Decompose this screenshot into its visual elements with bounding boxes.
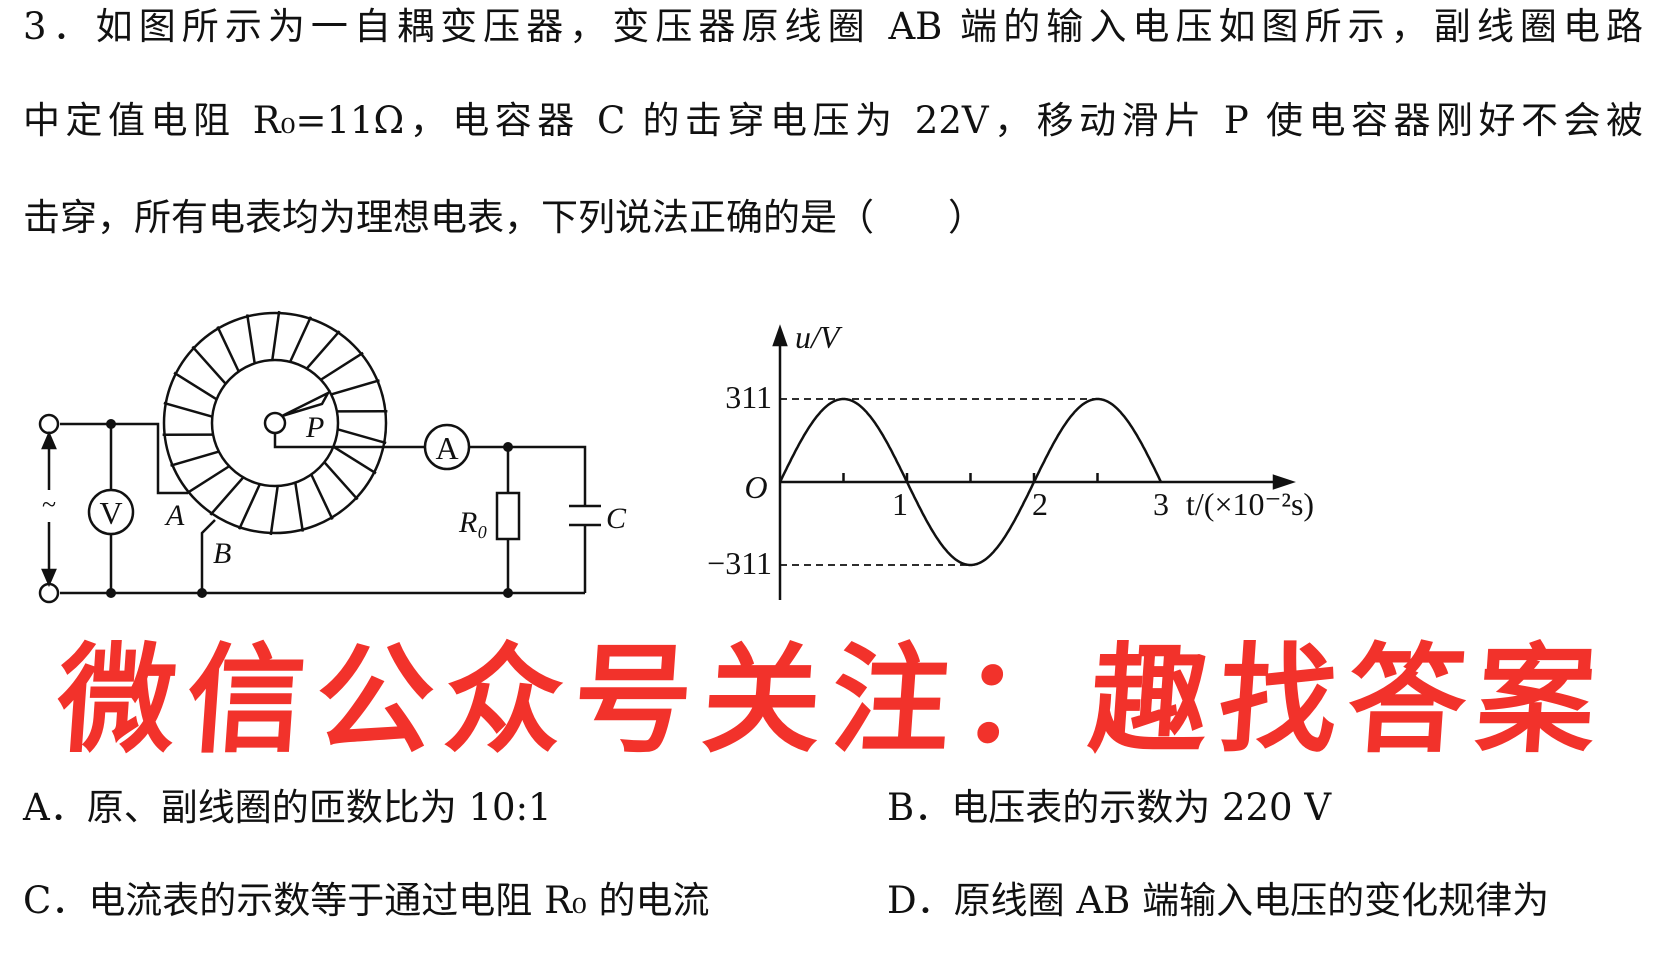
voltmeter — [87, 488, 135, 536]
x-tick-1: 1 — [892, 486, 908, 522]
option-text: 原、副线圈的匝数比为 10:1 — [86, 786, 552, 829]
arrow-down-icon — [41, 568, 57, 588]
winding-turn — [271, 310, 281, 361]
ammeter — [423, 423, 471, 471]
winding-turn — [191, 345, 227, 385]
winding-turn — [170, 450, 220, 467]
x-axis-arrow — [1272, 474, 1296, 490]
option-c[interactable]: C．电流表的示数等于通过电阻 R₀ 的电流 — [23, 879, 710, 923]
series-line — [778, 397, 1163, 567]
y-axis-label: u/V — [795, 319, 843, 355]
capacitor-label: C — [606, 502, 627, 535]
circuit-diagram — [38, 310, 601, 604]
ammeter-label: A — [435, 430, 458, 466]
option-text: 电流表的示数等于通过电阻 R₀ 的电流 — [88, 879, 710, 922]
x-ticks — [842, 473, 1099, 482]
x-tick-2: 2 — [1032, 486, 1048, 522]
winding-turn — [173, 371, 218, 401]
slider-label: P — [305, 411, 324, 444]
terminal-top[interactable] — [38, 413, 60, 435]
x-axis-label: t/(×10⁻²s) — [1186, 486, 1314, 522]
question-number: 3． — [23, 5, 96, 48]
winding-turn — [337, 428, 387, 445]
winding-turn — [305, 330, 341, 370]
option-label: C． — [23, 879, 89, 922]
capacitor-plates — [569, 504, 601, 527]
winding-turn — [330, 379, 380, 396]
winding-turn — [320, 351, 364, 381]
y-tick-311: 311 — [725, 379, 772, 415]
option-d[interactable]: D．原线圈 AB 端输入电压的变化规律为 — [887, 879, 1549, 923]
winding-turn — [216, 326, 240, 373]
winding-turn — [310, 473, 334, 520]
winding-turn — [209, 476, 245, 516]
option-text: 原线圈 AB 端输入电压的变化规律为 — [953, 879, 1550, 922]
slider-arm — [281, 390, 332, 418]
junction-dots — [106, 419, 513, 598]
option-text: 电压表的示数为 220 V — [951, 786, 1332, 829]
terminal-a-label: A — [164, 499, 185, 532]
voltmeter-label: V — [99, 495, 122, 531]
resistor-r0 — [495, 491, 521, 541]
winding-turn — [245, 314, 256, 364]
watermark: 微信公众号关注：趣找答案 — [53, 631, 1611, 769]
option-a[interactable]: A．原、副线圈的匝数比为 10:1 — [23, 786, 552, 830]
origin-label: O — [744, 469, 767, 505]
winding-turn — [323, 461, 359, 501]
y-axis-arrow — [772, 324, 788, 347]
arrow-up-icon — [41, 430, 57, 450]
option-label: B． — [887, 786, 952, 829]
toroid-windings — [162, 310, 388, 536]
question-line-2: 中定值电阻 R₀=11Ω，电容器 C 的击穿电压为 22V，移动滑片 P 使电容… — [23, 99, 1643, 142]
winding-turn — [332, 445, 377, 475]
question-line-3: 击穿，所有电表均为理想电表，下列说法正确的是（ ） — [23, 196, 985, 239]
voltage-graph — [772, 324, 1296, 600]
option-b[interactable]: B．电压表的示数为 220 V — [887, 786, 1331, 830]
winding-turn — [289, 316, 312, 363]
toroid-outer — [162, 311, 388, 535]
y-tick-neg311: −311 — [707, 545, 772, 581]
winding-turn — [238, 483, 261, 530]
terminal-b-label: B — [213, 537, 231, 570]
winding-turn — [269, 485, 279, 536]
wire-b — [200, 519, 216, 593]
winding-turn — [294, 482, 305, 532]
winding-turn — [163, 401, 213, 418]
question-line-1: 3．如图所示为一自耦变压器，变压器原线圈 AB 端的输入电压如图所示，副线圈电路 — [23, 5, 1643, 49]
toroid-inner — [210, 358, 340, 488]
x-tick-3: 3 — [1153, 486, 1169, 522]
option-label: D． — [887, 879, 954, 922]
source-symbol: ~ — [42, 490, 56, 519]
option-label: A． — [23, 786, 87, 829]
winding-turn — [186, 465, 230, 495]
resistor-label: R₀ — [458, 506, 488, 539]
question-text-1: 如图所示为一自耦变压器，变压器原线圈 AB 端的输入电压如图所示，副线圈电路 — [95, 5, 1643, 48]
